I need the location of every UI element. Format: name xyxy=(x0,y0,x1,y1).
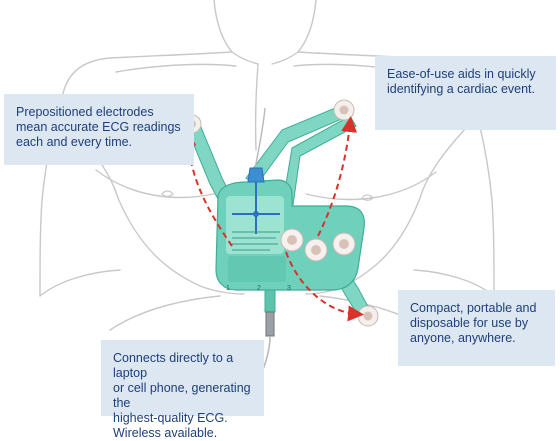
electrode-right-leg xyxy=(357,305,379,327)
device-scale-tick-3: 3 xyxy=(287,285,291,292)
callout-ease-line-1: Ease-of-use aids in quickly xyxy=(387,67,536,81)
nipple-left xyxy=(161,190,174,197)
armpit-right xyxy=(419,127,467,199)
device-scale-tick-2: 2 xyxy=(257,285,261,292)
arm-left-inner xyxy=(39,269,121,297)
callout-portable-line-3: anyone, anywhere. xyxy=(410,331,516,345)
neck-right-line xyxy=(297,0,317,53)
arrow-to-right-upper xyxy=(317,116,358,237)
neck-collar-left xyxy=(231,51,259,65)
callout-portable-line-1: Compact, portable and xyxy=(410,301,537,315)
callout-ease-of-use: Ease-of-use aids in quickly identifying … xyxy=(375,56,556,130)
ribcage-left xyxy=(117,197,245,295)
clavicle-left xyxy=(115,63,237,73)
electrode-chest-2 xyxy=(304,238,328,262)
device-instruction-text xyxy=(232,231,280,251)
neck-collar-right xyxy=(271,51,299,65)
arrow-to-right-leg xyxy=(285,251,364,322)
callout-connects: Connects directly to a laptop or cell ph… xyxy=(101,340,264,440)
electrode-chest-1 xyxy=(280,228,304,252)
electrode-chest-3 xyxy=(332,232,356,256)
device-lower-panel xyxy=(228,256,286,282)
device-scale-tick-1: 1 xyxy=(226,285,230,292)
connector-housing xyxy=(264,289,276,313)
electrode-right-upper xyxy=(333,99,355,121)
callout-connects-line-3: highest-quality ECG. xyxy=(113,411,228,425)
nipple-right xyxy=(361,194,374,201)
callout-connects-line-2: or cell phone, generating the xyxy=(113,381,251,410)
callout-electrodes-line-2: mean accurate ECG readings xyxy=(16,120,181,134)
device-top-clip xyxy=(247,167,265,183)
shoulder-left xyxy=(39,51,233,297)
callout-ease-line-2: identifying a cardiac event. xyxy=(387,82,536,96)
pectoral-left xyxy=(95,169,223,199)
crosshair-dot xyxy=(253,211,259,217)
callout-portable: Compact, portable and disposable for use… xyxy=(398,290,555,366)
callout-portable-line-2: disposable for use by xyxy=(410,316,529,330)
sternum-line xyxy=(254,63,259,151)
connector-plug xyxy=(265,311,275,337)
nipple-marks xyxy=(161,190,374,201)
callout-electrodes-line-1: Prepositioned electrodes xyxy=(16,105,154,119)
callout-connects-line-1: Connects directly to a laptop xyxy=(113,351,234,380)
neck-left-line xyxy=(213,0,233,53)
callout-electrodes-line-3: each and every time. xyxy=(16,135,133,149)
waist-left xyxy=(109,295,221,331)
pectoral-right xyxy=(305,171,437,201)
callout-electrodes: Prepositioned electrodes mean accurate E… xyxy=(4,94,194,165)
